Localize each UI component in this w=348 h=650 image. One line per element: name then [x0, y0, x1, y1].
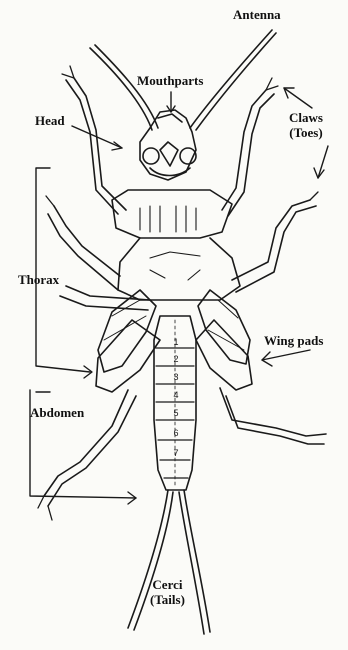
- cerci: [128, 490, 210, 634]
- label-wing-pads: Wing pads: [264, 333, 323, 348]
- label-cerci-line2: (Tails): [150, 592, 185, 607]
- label-cerci: Cerci (Tails): [150, 577, 185, 607]
- label-abdomen: Abdomen: [30, 405, 84, 420]
- label-thorax: Thorax: [18, 272, 59, 287]
- label-head: Head: [35, 113, 65, 128]
- label-claws-line1: Claws: [289, 110, 323, 125]
- label-mouthparts: Mouthparts: [137, 73, 203, 88]
- label-antenna: Antenna: [233, 7, 281, 22]
- segment-number: 2: [173, 354, 178, 364]
- segment-number: 1: [173, 337, 178, 347]
- legs: [38, 66, 326, 520]
- annotation-arrows: [30, 88, 328, 504]
- label-cerci-line1: Cerci: [150, 577, 185, 592]
- label-claws-line2: (Toes): [289, 125, 323, 140]
- segment-number: 5: [173, 408, 178, 418]
- segment-number: 6: [173, 428, 178, 438]
- label-claws: Claws (Toes): [289, 110, 323, 140]
- segment-number: 3: [173, 372, 178, 382]
- segment-number: 4: [173, 390, 178, 400]
- thorax-shape: [112, 190, 240, 300]
- segment-number: 7: [173, 448, 178, 458]
